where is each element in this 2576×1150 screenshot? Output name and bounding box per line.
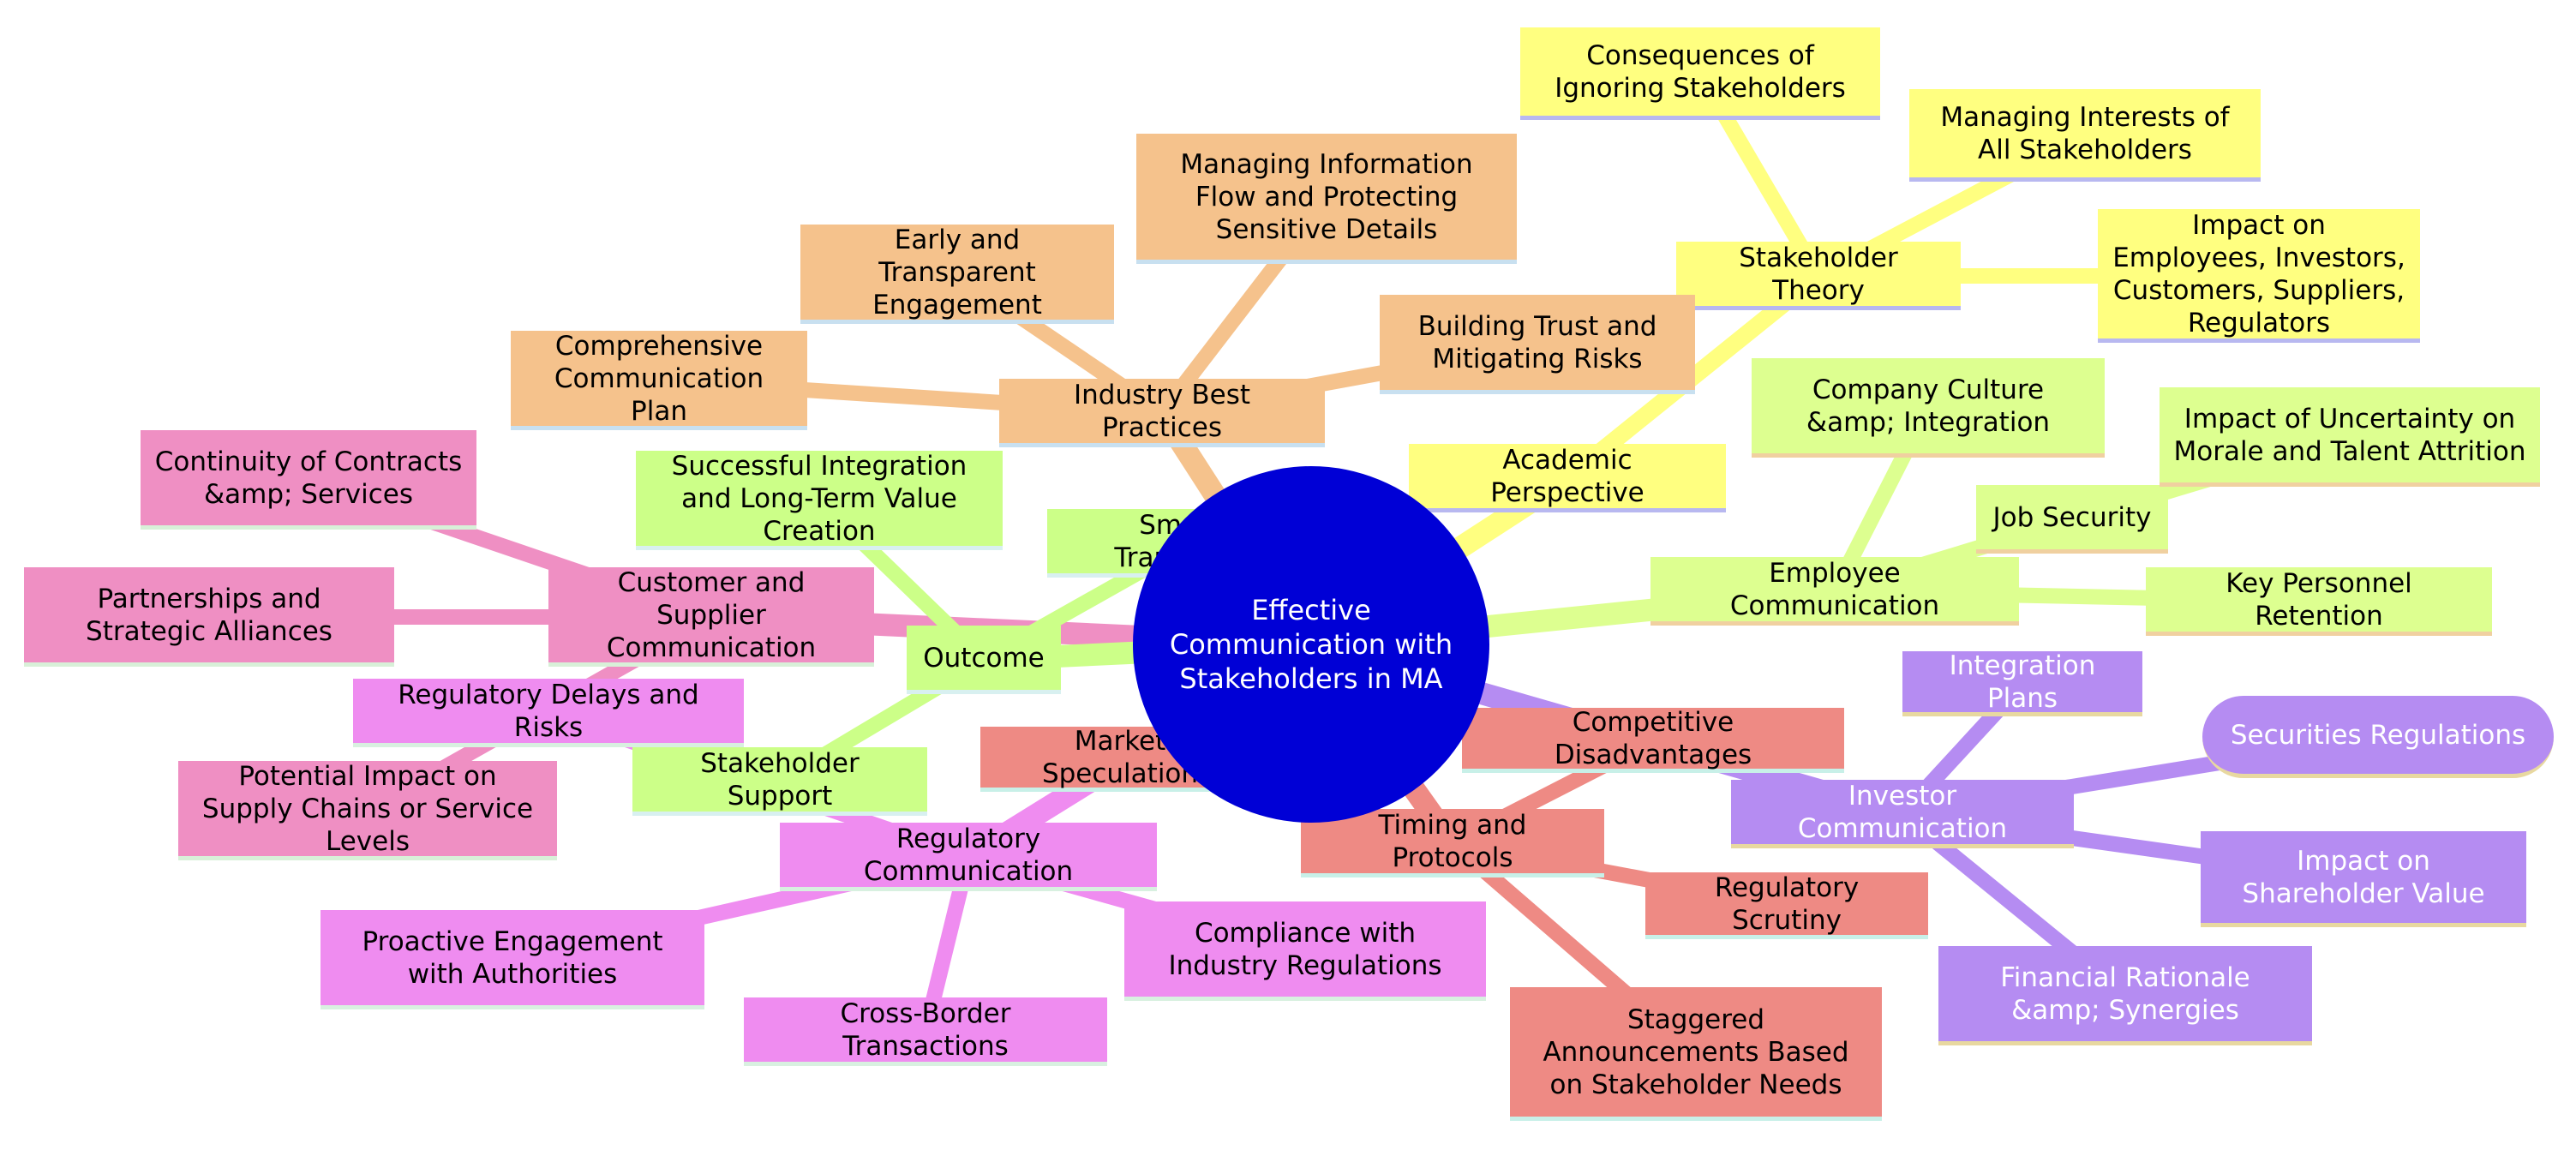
- regulatory-branch[interactable]: Regulatory Communication: [780, 823, 1157, 891]
- investor-leaf-3-label: Impact on Shareholder Value: [2242, 845, 2485, 909]
- academic-subtopic[interactable]: Stakeholder Theory: [1676, 242, 1961, 310]
- employee-leaf-1-label: Company Culture &amp; Integration: [1806, 374, 2051, 438]
- practices-leaf-1[interactable]: Comprehensive Communication Plan: [511, 331, 807, 430]
- practices-leaf-3[interactable]: Managing Information Flow and Protecting…: [1136, 134, 1517, 264]
- academic-leaf-1[interactable]: Consequences of Ignoring Stakeholders: [1520, 27, 1880, 120]
- regulatory-leaf-1[interactable]: Regulatory Delays and Risks: [353, 679, 744, 747]
- investor-leaf-4-label: Financial Rationale &amp; Synergies: [2000, 961, 2250, 1026]
- timing-leaf-4[interactable]: Staggered Announcements Based on Stakeho…: [1510, 987, 1882, 1121]
- practices-leaf-3-label: Managing Information Flow and Protecting…: [1180, 148, 1473, 245]
- practices-branch[interactable]: Industry Best Practices: [999, 379, 1325, 447]
- investor-leaf-2[interactable]: Securities Regulations: [2202, 696, 2554, 778]
- academic-branch[interactable]: Academic Perspective: [1409, 444, 1726, 512]
- regulatory-branch-label: Regulatory Communication: [863, 823, 1074, 887]
- practices-leaf-2[interactable]: Early and Transparent Engagement: [800, 225, 1114, 324]
- outcome-branch-label: Outcome: [923, 642, 1045, 674]
- customer-leaf-2-label: Partnerships and Strategic Alliances: [86, 583, 332, 647]
- practices-leaf-1-label: Comprehensive Communication Plan: [554, 330, 764, 427]
- academic-leaf-1-label: Consequences of Ignoring Stakeholders: [1555, 39, 1846, 104]
- regulatory-leaf-2-label: Proactive Engagement with Authorities: [362, 925, 663, 990]
- timing-leaf-2-label: Market Speculation: [1041, 725, 1199, 789]
- regulatory-leaf-3[interactable]: Cross-Border Transactions: [744, 997, 1107, 1066]
- customer-leaf-1[interactable]: Continuity of Contracts &amp; Services: [141, 430, 476, 530]
- employee-branch-label: Employee Communication: [1729, 557, 1940, 621]
- customer-leaf-3[interactable]: Potential Impact on Supply Chains or Ser…: [178, 761, 557, 860]
- customer-branch[interactable]: Customer and Supplier Communication: [548, 567, 874, 667]
- employee-leaf-3-label: Impact of Uncertainty on Morale and Tale…: [2173, 403, 2526, 467]
- regulatory-leaf-2[interactable]: Proactive Engagement with Authorities: [321, 910, 704, 1009]
- timing-leaf-3[interactable]: Regulatory Scrutiny: [1645, 872, 1928, 939]
- outcome-branch[interactable]: Outcome: [907, 626, 1061, 694]
- root-node-label: Effective Communication with Stakeholder…: [1169, 594, 1453, 695]
- customer-branch-label: Customer and Supplier Communication: [606, 566, 817, 663]
- employee-leaf-2[interactable]: Job Security: [1976, 485, 2168, 554]
- outcome-leaf-1[interactable]: Successful Integration and Long-Term Val…: [636, 451, 1003, 550]
- timing-leaf-4-label: Staggered Announcements Based on Stakeho…: [1543, 1003, 1849, 1100]
- timing-branch-label: Timing and Protocols: [1378, 809, 1527, 873]
- employee-branch[interactable]: Employee Communication: [1650, 557, 2019, 626]
- outcome-leaf-1-label: Successful Integration and Long-Term Val…: [671, 450, 967, 547]
- practices-leaf-4[interactable]: Building Trust and Mitigating Risks: [1380, 295, 1695, 394]
- academic-leaf-3[interactable]: Impact on Employees, Investors, Customer…: [2098, 209, 2420, 343]
- investor-leaf-3[interactable]: Impact on Shareholder Value: [2201, 831, 2526, 927]
- customer-leaf-2[interactable]: Partnerships and Strategic Alliances: [24, 567, 394, 667]
- customer-leaf-3-label: Potential Impact on Supply Chains or Ser…: [201, 760, 534, 857]
- academic-subtopic-label: Stakeholder Theory: [1739, 242, 1898, 306]
- investor-leaf-1[interactable]: Integration Plans: [1902, 650, 2142, 716]
- investor-branch-label: Investor Communication: [1797, 780, 2008, 844]
- investor-leaf-2-label: Securities Regulations: [2230, 719, 2526, 751]
- academic-leaf-3-label: Impact on Employees, Investors, Customer…: [2112, 209, 2405, 338]
- employee-leaf-3[interactable]: Impact of Uncertainty on Morale and Tale…: [2160, 387, 2540, 487]
- employee-leaf-2-label: Job Security: [1992, 501, 2152, 533]
- practices-leaf-4-label: Building Trust and Mitigating Risks: [1417, 310, 1657, 374]
- customer-leaf-1-label: Continuity of Contracts &amp; Services: [154, 446, 463, 510]
- outcome-leaf-3-label: Stakeholder Support: [700, 747, 860, 812]
- regulatory-leaf-1-label: Regulatory Delays and Risks: [398, 679, 699, 743]
- employee-leaf-1[interactable]: Company Culture &amp; Integration: [1752, 358, 2105, 458]
- investor-leaf-1-label: Integration Plans: [1949, 650, 2096, 714]
- timing-leaf-1-label: Competitive Disadvantages: [1554, 706, 1752, 770]
- root-node[interactable]: Effective Communication with Stakeholder…: [1133, 466, 1489, 823]
- timing-leaf-3-label: Regulatory Scrutiny: [1714, 871, 1860, 936]
- regulatory-leaf-4-label: Compliance with Industry Regulations: [1168, 917, 1442, 981]
- academic-leaf-2[interactable]: Managing Interests of All Stakeholders: [1909, 89, 2261, 182]
- employee-leaf-4-label: Key Personnel Retention: [2226, 567, 2412, 632]
- practices-branch-label: Industry Best Practices: [1073, 379, 1250, 443]
- investor-branch[interactable]: Investor Communication: [1731, 780, 2074, 848]
- regulatory-leaf-3-label: Cross-Border Transactions: [840, 997, 1011, 1062]
- practices-leaf-2-label: Early and Transparent Engagement: [872, 224, 1042, 320]
- investor-leaf-4[interactable]: Financial Rationale &amp; Synergies: [1938, 946, 2312, 1045]
- timing-leaf-1[interactable]: Competitive Disadvantages: [1462, 706, 1844, 773]
- timing-branch[interactable]: Timing and Protocols: [1301, 809, 1604, 877]
- outcome-leaf-3[interactable]: Stakeholder Support: [632, 747, 927, 816]
- academic-branch-label: Academic Perspective: [1490, 444, 1644, 508]
- academic-leaf-2-label: Managing Interests of All Stakeholders: [1940, 101, 2230, 165]
- regulatory-leaf-4[interactable]: Compliance with Industry Regulations: [1124, 901, 1486, 1001]
- employee-leaf-4[interactable]: Key Personnel Retention: [2146, 567, 2492, 636]
